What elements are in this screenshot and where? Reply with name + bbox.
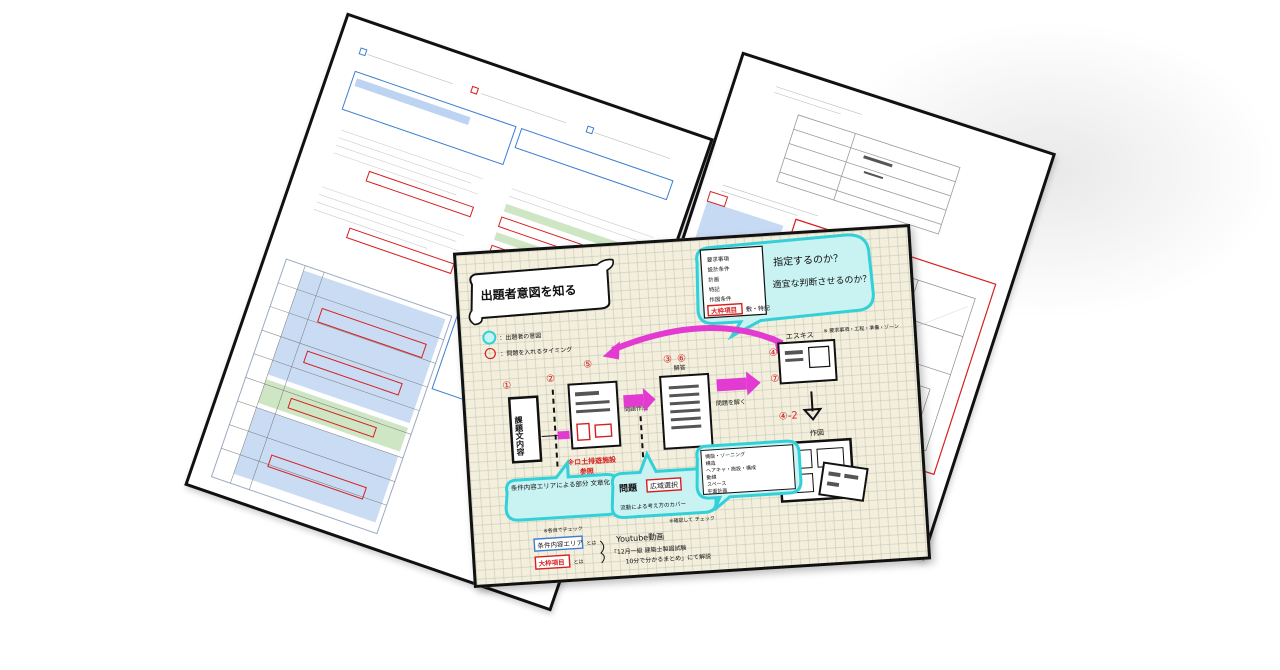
step-3: ③ <box>663 354 673 366</box>
center-bubble-title: 問題 <box>619 483 639 495</box>
right-list-item: ヘアキャ・施設・構成 <box>706 464 756 474</box>
document-answer <box>659 372 714 450</box>
footer-tag-1-suffix: とは <box>586 540 596 547</box>
red-note-1: ※ロ土排遊施設 <box>567 455 617 467</box>
down-arrow <box>810 391 814 412</box>
graphic-recording-sheet: 出題者意図を知る ：出題者の意図 ：問題を入れるタイミング 要求事項 設計条件 … <box>452 223 932 589</box>
step-4-2: ④-2 <box>779 410 799 422</box>
step-4: ④ <box>769 348 779 360</box>
phase-divider <box>551 389 559 470</box>
step-5: ⑤ <box>583 359 593 371</box>
legend-circle-icon <box>482 330 497 345</box>
sketch-canvas: 出題者意図を知る ：出題者の意図 ：問題を入れるタイミング 要求事項 設計条件 … <box>468 233 899 570</box>
sketch-title: 出題者意図を知る <box>480 282 577 303</box>
bottom-left-note: ※各自でチェック <box>543 525 583 534</box>
top-highlight-1: 大枠項目 <box>711 305 738 316</box>
right-bubble: 機能・ゾーニング 構造 ヘアキャ・施設・構成 動線 スペース 平面計画 <box>695 439 803 511</box>
arrow-head <box>802 407 823 422</box>
step-1: ① <box>502 380 512 392</box>
top-list-item: 特記 <box>708 285 720 294</box>
right-list-item: スペース <box>707 481 727 488</box>
top-list-item: 要求事項 <box>707 254 730 263</box>
flow-arrow <box>623 394 644 408</box>
right-list-item: 構造 <box>705 460 715 468</box>
right-note: ※ 要求事項・工程・準備・ゾーン <box>823 323 899 335</box>
left-bubble: 条件内容エリアによる部分 文章化 <box>504 458 622 522</box>
right-list-item: 平面計画 <box>707 487 727 495</box>
footer: 条件内容エリア とは 大枠項目 とは Youtube動画 「12月一級 建築士製… <box>533 532 711 570</box>
top-list-item: 作図条件 <box>709 294 732 303</box>
label-problem-solve: 問題を解く <box>716 398 746 408</box>
center-bubble-box: 広域選択 <box>650 480 679 491</box>
red-note-2: 参照 <box>580 466 595 476</box>
footer-tag-2: 大枠項目 <box>538 557 565 568</box>
feedback-arrow-top <box>611 325 784 353</box>
bottom-right-note: ※確認して チェック <box>669 515 715 525</box>
top-question-1: 指定するのか？ <box>773 251 844 268</box>
center-bubble: 問題 広域選択 流動による考え方のカバー <box>610 450 718 519</box>
legend-circle-label: ：出題者の意図 <box>499 331 541 342</box>
document-draft <box>567 380 622 450</box>
legend-number-label: ：問題を入れるタイミング <box>500 345 572 358</box>
arrow-head <box>642 388 656 413</box>
label-drawing: 作図 <box>810 428 825 438</box>
arrow-head <box>602 341 620 360</box>
problem-statement-label: 課題文内容 <box>513 415 526 458</box>
title-banner: 出題者意図を知る <box>468 258 615 326</box>
label-esquisse: エスキス <box>786 331 814 341</box>
drawing-sheet-overlay <box>818 461 869 502</box>
label-problem-create: 問題作成 <box>624 404 648 413</box>
top-bubble: 要求事項 設計条件 計画 特記 作図条件 大枠項目 敷・特記 指定するのか？ 適… <box>695 233 875 341</box>
step-7: ⑦ <box>770 373 780 385</box>
arrow-head <box>745 371 761 396</box>
footer-tag-1: 条件内容エリア <box>537 538 583 550</box>
label-answer: 解答 <box>673 363 685 372</box>
step-6: ⑥ <box>677 353 687 365</box>
right-list-item: 機能・ゾーニング <box>705 451 745 460</box>
right-list-item: 動線 <box>706 474 716 482</box>
problem-statement-box <box>507 395 543 464</box>
top-list-item: 計画 <box>708 275 719 284</box>
small-arrow <box>557 430 570 440</box>
footer-video-line-1: Youtube動画 <box>615 532 664 544</box>
esquisse-sheet <box>777 338 838 385</box>
phase-divider <box>639 416 645 467</box>
step-2: ② <box>546 374 556 386</box>
top-list-item: 設計条件 <box>707 264 730 273</box>
flow-arrow <box>716 377 748 392</box>
footer-brace <box>599 540 605 564</box>
legend-number-icon <box>484 347 496 360</box>
top-highlight-2: 敷・特記 <box>746 304 770 313</box>
footer-tag-2-suffix: とは <box>573 559 583 566</box>
